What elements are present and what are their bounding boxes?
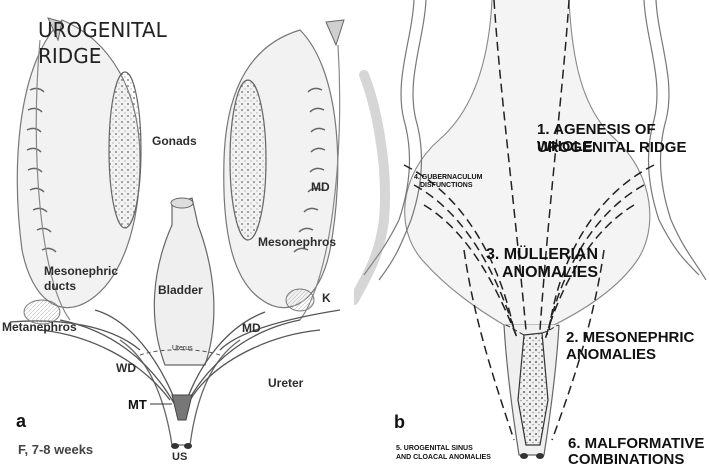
label-5-line2: AND CLOACAL ANOMALIES [396, 454, 491, 461]
label-us: US [172, 451, 188, 463]
label-6-line2: COMBINATIONS [568, 451, 685, 468]
label-ureter: Ureter [268, 376, 304, 390]
panel-b-sketch [354, 0, 707, 459]
label-uterus: Uterus [172, 345, 193, 352]
label-md-upper: MD [311, 180, 330, 194]
label-5-line1: 5. UROGENITAL SINUS [396, 445, 473, 452]
left-gonad [108, 71, 142, 229]
ducts [9, 309, 341, 409]
panel-a-sketch [9, 17, 345, 449]
label-bladder: Bladder [158, 283, 203, 297]
right-mesonephric-tubules [293, 87, 326, 253]
label-3-line2: ANOMALIES [502, 264, 598, 281]
urogenital-ridge-title-line2: RIDGE [38, 44, 102, 68]
right-gonad [229, 79, 267, 241]
label-metanephros: Metanephros [2, 320, 77, 334]
right-tube [643, 0, 707, 281]
panel-a-letter: a [16, 411, 27, 431]
label-3-line1: 3. MÜLLERIAN [486, 246, 598, 263]
label-4-line1: 4. GUBERNACULUM [414, 174, 483, 181]
panel-a-caption: F, 7-8 weeks [18, 442, 94, 457]
bladder-outline [153, 197, 215, 366]
urogenital-ridge-title-line1: UROGENITAL [38, 18, 167, 42]
label-2-line1: 2. MESONEPHRIC [566, 329, 695, 346]
label-mesonephric-ducts-2: ducts [44, 279, 77, 293]
label-6-line1: 6. MALFORMATIVE [568, 435, 705, 452]
label-4-line2: DISFUNCTIONS [420, 182, 473, 189]
anomaly-dashed-lines [403, 0, 655, 441]
label-1-line1: 1. AGENESIS OF WHOLE [537, 121, 656, 155]
panel-b-letter: b [394, 412, 405, 432]
panel-b-anomalies-drawing: 1. AGENESIS OF WHOLE UROGENITAL RIDGE 4.… [354, 0, 709, 470]
label-2-line2: ANOMALIES [566, 346, 656, 363]
left-tube [363, 0, 427, 281]
left-mesonephric-tubules [26, 87, 57, 253]
kidney-blob [285, 288, 315, 312]
mesonephric-cluster [517, 332, 549, 446]
label-k: K [322, 291, 331, 305]
label-md-lower: MD [242, 321, 261, 335]
metanephros-blob [23, 299, 61, 325]
mullerian-tubercle [171, 394, 193, 421]
label-mt: MT [128, 397, 147, 412]
panel-a-embryo-drawing: UROGENITAL RIDGE Gonads Mesonephros MD M… [0, 0, 350, 470]
label-wd: WD [116, 361, 136, 375]
label-1-line2: UROGENITAL RIDGE [537, 139, 687, 156]
label-mesonephric-ducts-1: Mesonephric [44, 264, 119, 278]
label-gonads: Gonads [152, 134, 197, 148]
label-mesonephros: Mesonephros [258, 235, 337, 249]
